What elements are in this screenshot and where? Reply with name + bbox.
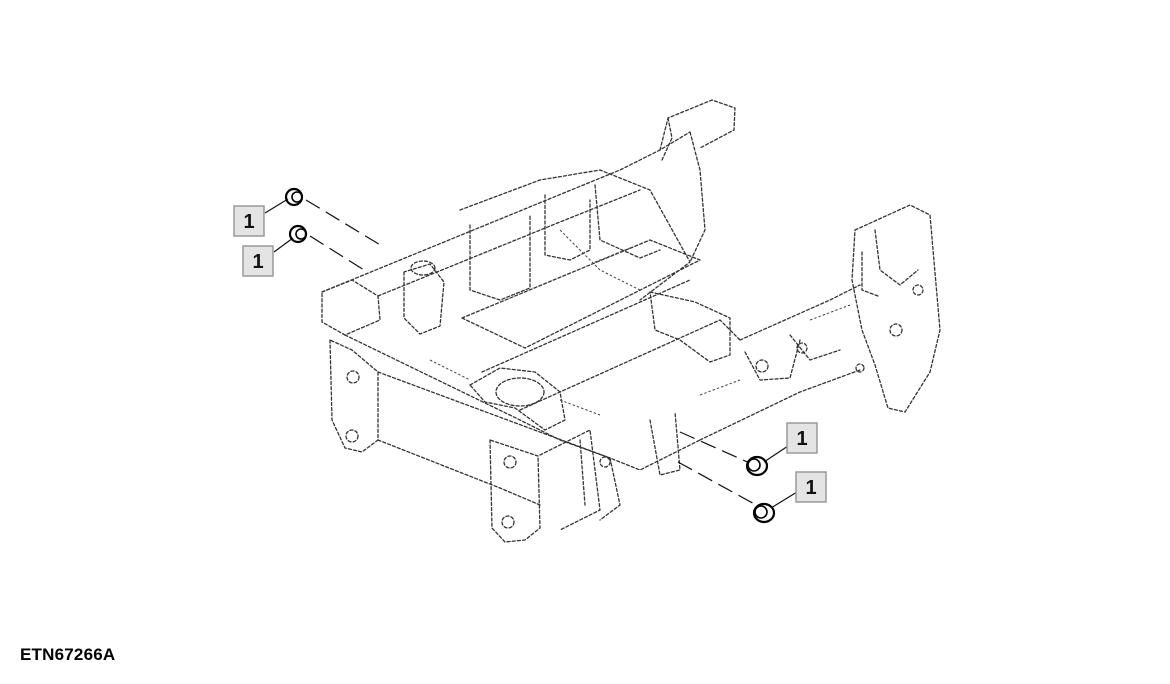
leader-lines xyxy=(305,199,759,507)
callout-label: 1 xyxy=(805,477,816,499)
callout-label: 1 xyxy=(796,428,807,450)
callout-1-b: 1 xyxy=(242,245,274,277)
callout-label: 1 xyxy=(252,251,263,273)
callout-label: 1 xyxy=(243,211,254,233)
plug-upper-left xyxy=(284,187,304,207)
plug-lower-left xyxy=(288,224,308,244)
plug-upper-right xyxy=(745,455,769,477)
callout-pointers xyxy=(264,198,798,509)
plug-lower-right xyxy=(752,502,776,524)
callout-1-a: 1 xyxy=(233,205,265,237)
callout-1-d: 1 xyxy=(795,471,827,503)
axle-housing-frame xyxy=(321,99,941,543)
callout-1-c: 1 xyxy=(786,422,818,454)
figure-id-label: ETN67266A xyxy=(20,645,116,664)
